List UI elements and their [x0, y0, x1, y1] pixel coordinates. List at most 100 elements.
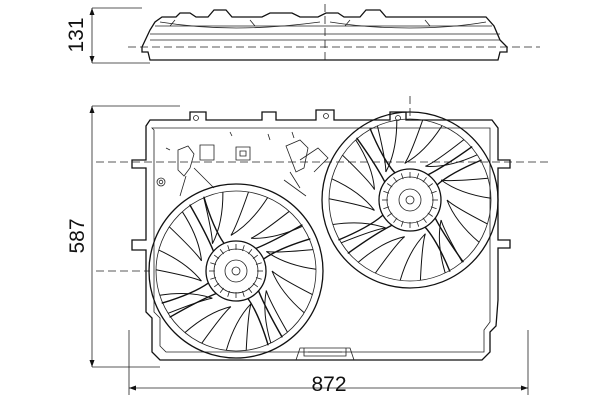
fan-blade [230, 191, 269, 236]
right-fan-hub [398, 188, 422, 212]
motor-fin [427, 183, 433, 188]
motor-fin [252, 282, 259, 288]
left-fan-ring-outer [148, 183, 324, 359]
fan-blade [404, 119, 443, 164]
fan-blade [266, 249, 317, 270]
fan-spoke [255, 224, 311, 260]
width-arrow-right [521, 385, 528, 391]
motor-fin [422, 217, 427, 223]
left-fan-ring-inner [155, 190, 317, 352]
shroud-inner-frame [151, 127, 491, 353]
left-fan-hub [224, 259, 248, 283]
connector-housing [177, 145, 195, 177]
right-motor-fins [382, 172, 438, 228]
motor-fin [430, 206, 437, 210]
motor-fin [427, 212, 433, 217]
motor-fin [242, 290, 245, 297]
left-fan-spokes [161, 196, 311, 346]
motor-fin [387, 212, 393, 217]
side-view-arrow-top [89, 8, 95, 15]
motor-fin [400, 173, 404, 180]
fan-spoke [247, 290, 283, 346]
fan-blade [203, 192, 224, 245]
motor-fin [422, 177, 427, 183]
fan-blade [225, 303, 252, 351]
fan-blade [446, 199, 488, 243]
motor-fin [252, 254, 259, 260]
connector-center [285, 139, 309, 173]
motor-fin [393, 177, 398, 183]
wire-center [283, 147, 329, 197]
side-view-arrow-bottom [89, 56, 95, 63]
motor-fin [383, 190, 390, 194]
motor-fin [219, 287, 225, 294]
fan-spoke [424, 217, 464, 272]
frame-bolt-1-inner [158, 179, 164, 185]
fan-blade [250, 210, 303, 239]
fan-blade [332, 222, 386, 244]
motor-fin [255, 277, 262, 280]
motor-fin [227, 290, 230, 297]
left-motor-fins [209, 244, 263, 298]
fan-blade [328, 178, 375, 211]
right-fan-motor-housing [378, 168, 442, 232]
fan-blade [159, 292, 213, 314]
side-view: 131 [65, 4, 540, 64]
fan-blade [357, 236, 406, 274]
left-fan-motor-ring [213, 248, 259, 294]
width-label: 872 [311, 373, 346, 396]
fan-blade [440, 177, 492, 199]
front-height-arrow-top [89, 106, 95, 113]
left-fan-blades [155, 191, 317, 351]
side-view-fan-arcs [159, 21, 487, 29]
right-fan-motor-ring [386, 176, 434, 224]
fan-blade [264, 290, 288, 344]
side-height-label: 131 [65, 17, 88, 52]
right-fan-ring-outer [321, 111, 499, 289]
frame-bolt-3 [323, 113, 329, 119]
left-fan-shaft [231, 266, 241, 276]
motor-fin [242, 245, 245, 252]
frame-bolt-4 [395, 115, 401, 121]
fan-spoke [427, 146, 482, 186]
right-fan-blades [328, 119, 492, 281]
harness-clips [165, 131, 295, 151]
side-view-body [141, 9, 508, 61]
motor-fin [387, 183, 393, 188]
front-height-arrow-bottom [89, 360, 95, 367]
fan-blade [342, 139, 375, 190]
motor-fin [247, 287, 253, 294]
motor-fin [393, 217, 398, 223]
fan-blade [184, 306, 232, 344]
left-fan-motor-housing [205, 240, 267, 302]
fan-blade [168, 211, 202, 262]
fan-spoke [338, 214, 393, 254]
motor-fin [430, 190, 437, 194]
fan-blade [376, 120, 398, 173]
motor-fin [247, 248, 253, 255]
width-arrow-left [129, 385, 136, 391]
fan-spoke [356, 128, 396, 183]
motor-fin [383, 206, 390, 210]
motor-fin [213, 282, 220, 288]
bottom-mount-lug [295, 347, 355, 361]
motor-fin [210, 277, 217, 280]
right-fan-spokes [338, 128, 482, 272]
side-view-braces [169, 19, 431, 27]
fan-blade [399, 233, 426, 281]
frame-bolt-2 [193, 115, 199, 121]
frame-bolt-1 [156, 177, 166, 187]
motor-fin [227, 245, 230, 252]
motor-fin [400, 220, 404, 227]
right-fan-shaft [405, 195, 415, 205]
motor-fin [416, 173, 420, 180]
front-view: 587 872 [66, 96, 548, 396]
fan-spoke [189, 196, 225, 252]
fan-blade [425, 139, 478, 167]
relay-block [235, 146, 251, 161]
motor-fin [255, 262, 262, 265]
fan-blade [271, 270, 313, 314]
motor-fin [416, 220, 420, 227]
wire-left [179, 167, 215, 197]
